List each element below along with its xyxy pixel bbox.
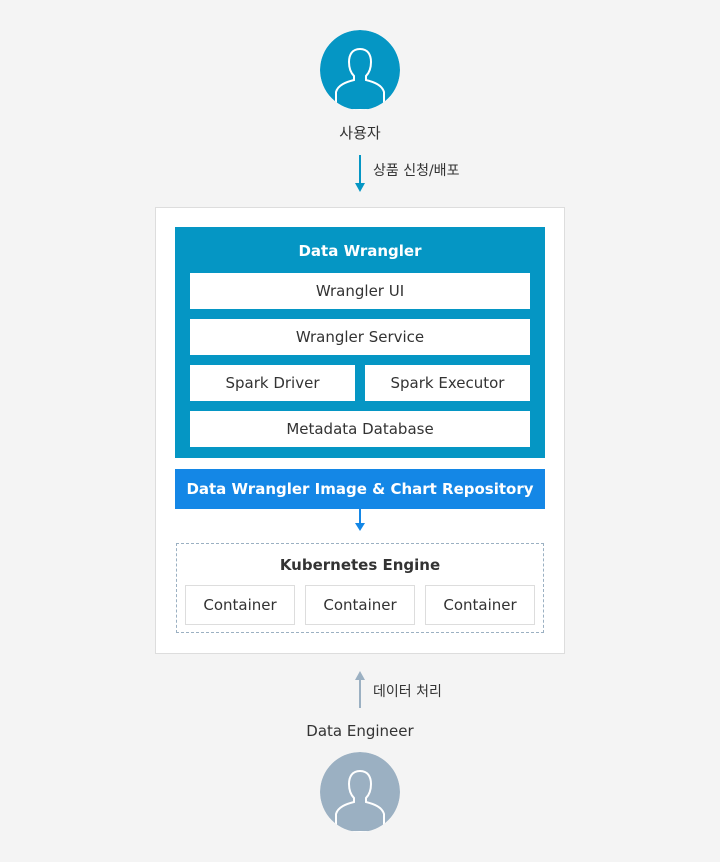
image-chart-repository: Data Wrangler Image & Chart Repository xyxy=(175,469,545,509)
container-box: Container xyxy=(425,585,535,625)
down-arrow-icon xyxy=(355,155,365,192)
request-deploy-label: 상품 신청/배포 xyxy=(373,163,460,179)
container-box: Container xyxy=(305,585,415,625)
up-arrow-icon xyxy=(355,671,365,708)
kubernetes-engine-title: Kubernetes Engine xyxy=(279,556,441,574)
wrangler-ui-box: Wrangler UI xyxy=(190,273,530,309)
container-box: Container xyxy=(185,585,295,625)
metadata-database-box: Metadata Database xyxy=(190,411,530,447)
down-arrow-icon xyxy=(355,509,365,531)
spark-executor-box: Spark Executor xyxy=(365,365,530,401)
top-user-label: 사용자 xyxy=(339,124,381,142)
user-icon xyxy=(320,30,400,110)
kubernetes-engine-box xyxy=(176,543,544,633)
wrangler-service-box: Wrangler Service xyxy=(190,319,530,355)
data-processing-label: 데이터 처리 xyxy=(373,684,442,700)
data-wrangler-title: Data Wrangler xyxy=(298,242,422,260)
spark-driver-box: Spark Driver xyxy=(190,365,355,401)
user-icon xyxy=(320,752,400,832)
data-engineer-label: Data Engineer xyxy=(306,722,414,740)
